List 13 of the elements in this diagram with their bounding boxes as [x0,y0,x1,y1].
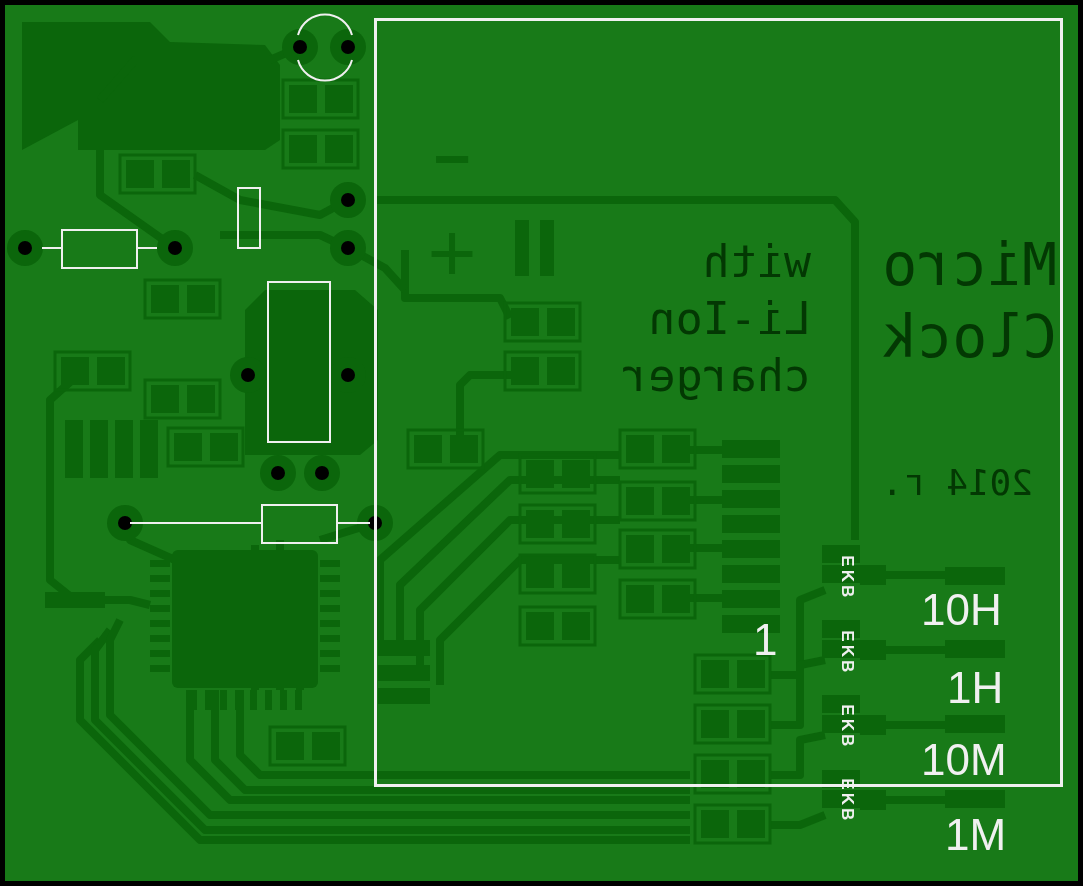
mirrored-year: 2014 г. [880,461,1033,505]
mirrored-label: with Li-Ion charger [620,234,811,404]
digit-label: 1M [945,812,1007,858]
vertical-label: EKB [837,630,859,676]
vertical-label: EKB [837,555,859,601]
digit-label: 10M [921,737,1008,783]
pin-number: 1 [753,617,779,663]
digit-label: 1H [947,665,1005,711]
polarity-mark: − [432,139,472,179]
vertical-label: EKB [837,704,859,750]
polarity-mark: + [426,217,478,287]
mirrored-title: Micro Clock [881,230,1057,373]
digit-label: 10H [921,587,1003,633]
